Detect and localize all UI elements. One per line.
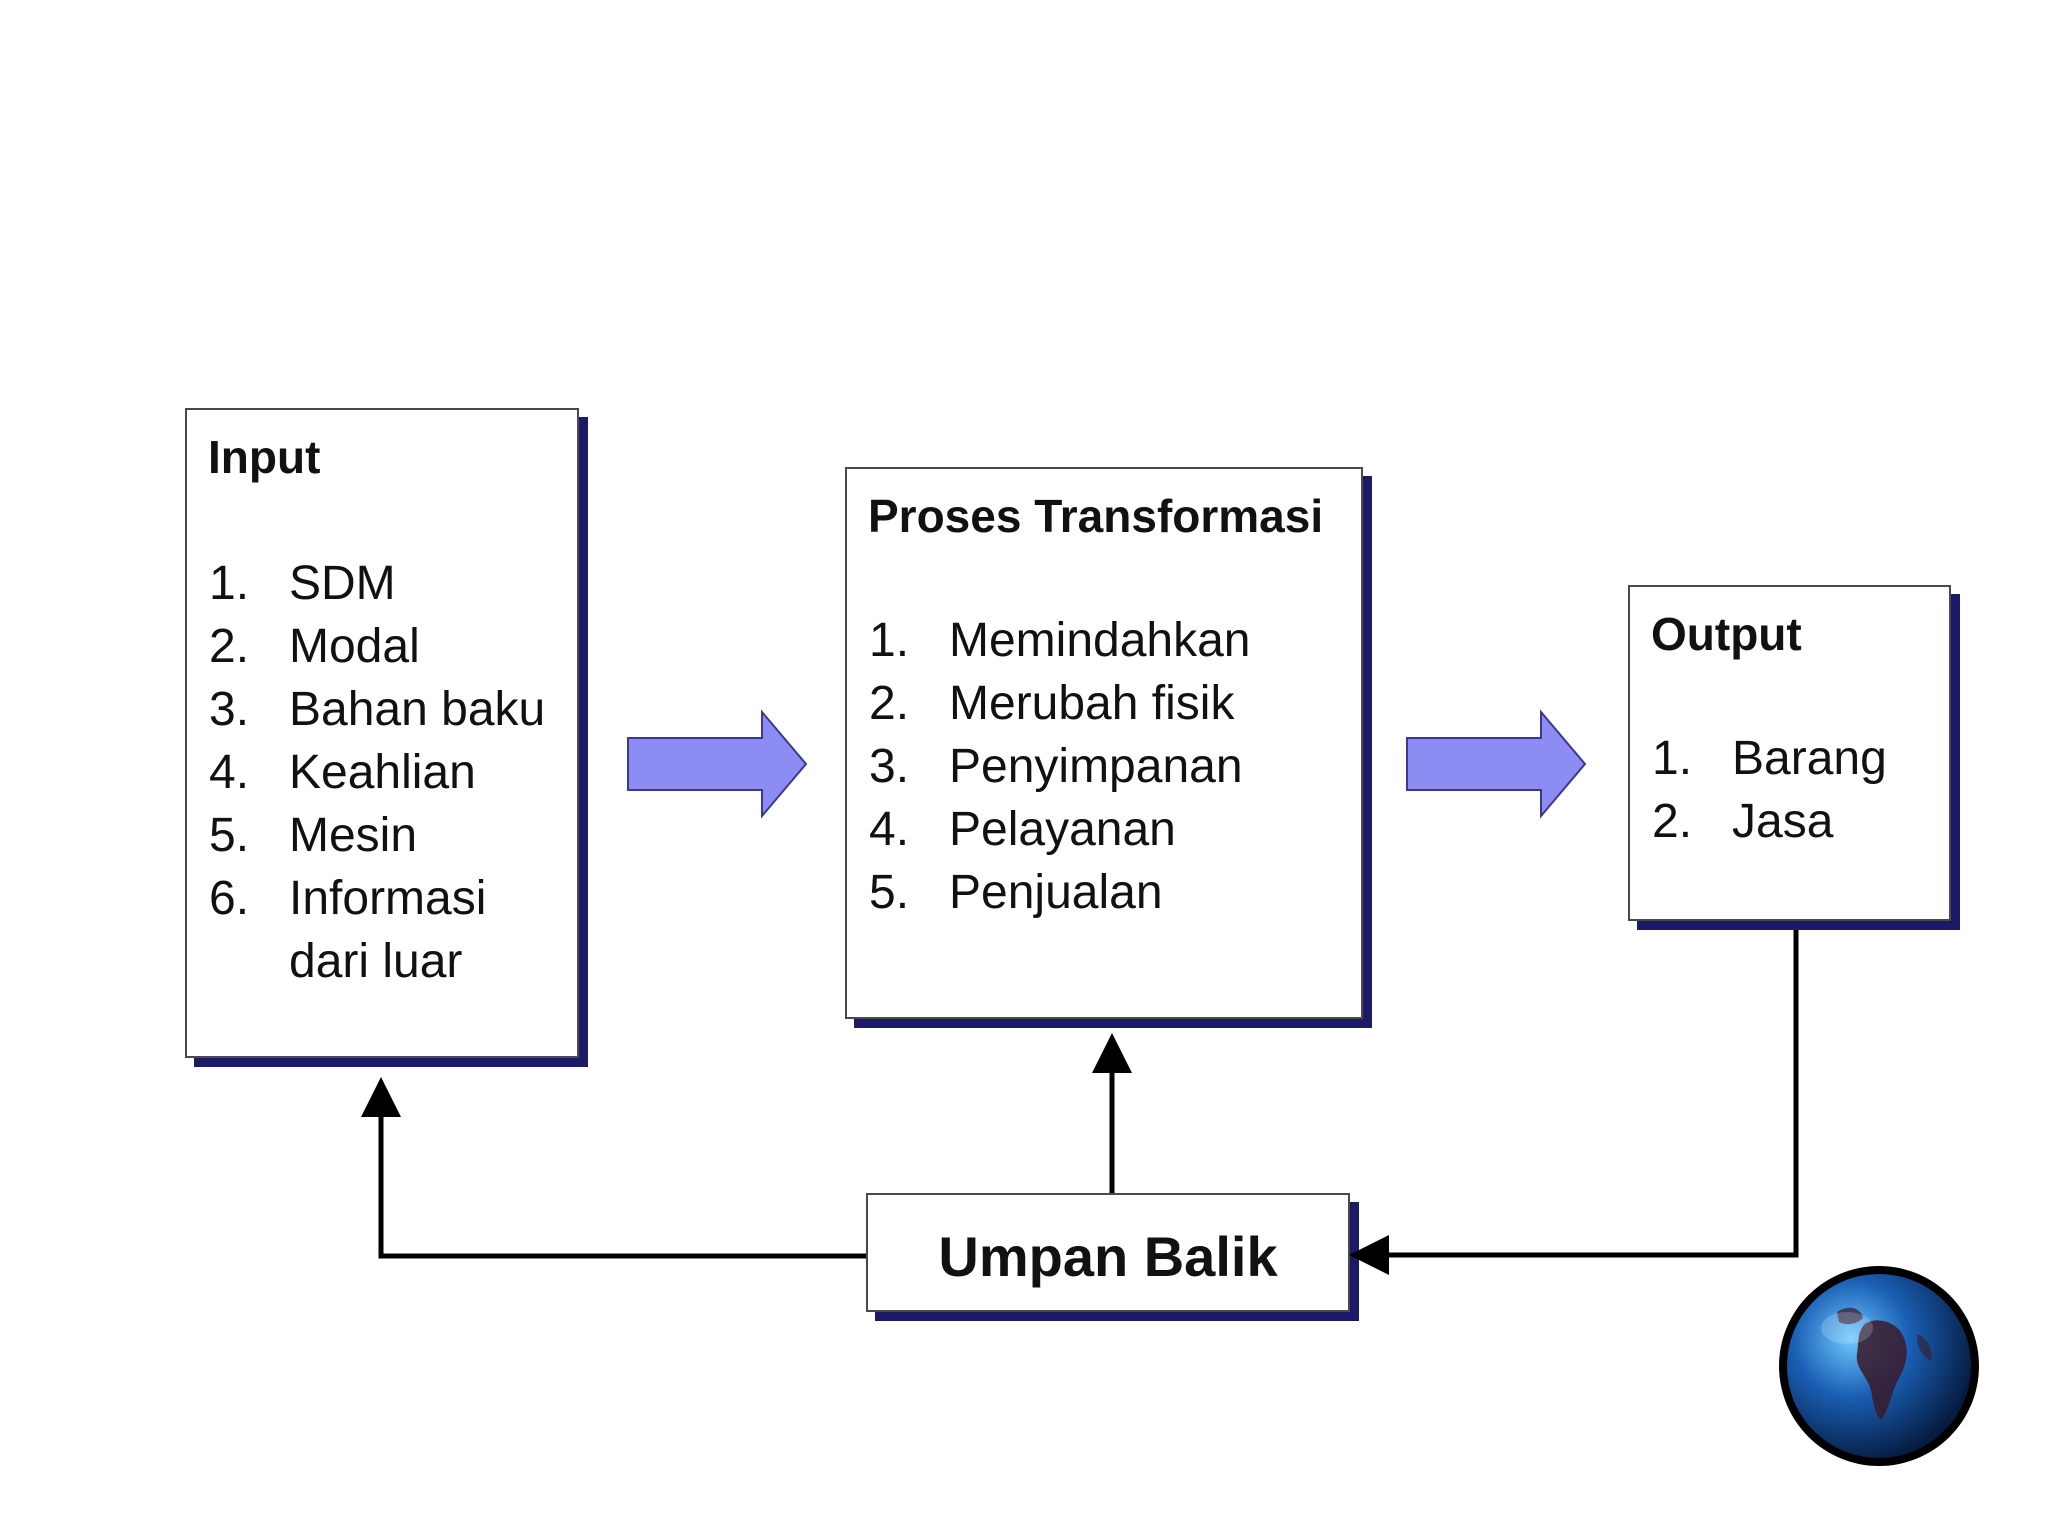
process-list: 1. Memindahkan 2. Merubah fisik 3. Penyimpa… [869,609,1251,924]
list-item: 6. Informasi dari luar [209,867,545,993]
item-label: Merubah fisik [949,677,1235,730]
item-number: 5. [869,866,910,919]
item-number: 4. [869,803,910,856]
item-label: Informasi dari luar [289,872,487,988]
item-label: Memindahkan [949,614,1251,667]
list-item: 5. Mesin [209,804,545,867]
item-number: 5. [209,809,250,862]
globe-icon [1779,1266,1979,1466]
item-number: 1. [869,614,910,667]
flow-arrow-process-to-output [1406,709,1587,819]
item-number: 2. [209,620,250,673]
item-label: Bahan baku [289,683,546,736]
item-number: 3. [869,740,910,793]
output-list: 1. Barang 2. Jasa [1652,727,1887,853]
item-number: 3. [209,683,250,736]
list-item: 4. Pelayanan [869,798,1251,861]
item-label: Jasa [1732,795,1834,848]
feedback-box: Umpan Balik [866,1193,1350,1312]
output-title: Output [1651,608,1802,660]
input-list: 1. SDM 2. Modal 3. Bahan baku 4. Keahlian 5.… [209,552,545,993]
list-item: 1. SDM [209,552,545,615]
list-item: 3. Penyimpanan [869,735,1251,798]
feedback-label: Umpan Balik [938,1225,1278,1288]
list-item: 1. Barang [1652,727,1887,790]
process-title: Proses Transformasi [868,490,1324,542]
list-item: 2. Modal [209,615,545,678]
item-number: 4. [209,746,250,799]
item-label: Mesin [289,809,418,862]
item-label: Penjualan [949,866,1163,919]
list-item: 2. Merubah fisik [869,672,1251,735]
process-box: Proses Transformasi 1. Memindahkan 2. Meru… [845,467,1363,1019]
item-number: 2. [1652,795,1693,848]
item-number: 2. [869,677,910,730]
list-item: 1. Memindahkan [869,609,1251,672]
item-number: 6. [209,872,250,925]
output-box: Output 1. Barang 2. Jasa [1628,585,1951,921]
item-label: SDM [289,557,396,610]
item-label: Penyimpanan [949,740,1243,793]
item-number: 1. [209,557,250,610]
input-title: Input [208,431,321,483]
flow-arrow-input-to-process [627,709,808,819]
feedback-connector-input [361,1077,866,1259]
item-number: 1. [1652,732,1693,785]
item-label: Barang [1732,732,1887,785]
list-item: 4. Keahlian [209,741,545,804]
item-label: Modal [289,620,420,673]
list-item: 3. Bahan baku [209,678,545,741]
item-label: Keahlian [289,746,476,799]
item-label: Pelayanan [949,803,1176,856]
list-item: 2. Jasa [1652,790,1887,853]
input-box: Input 1. SDM 2. Modal 3. Bahan baku 4. Keahl… [185,408,579,1058]
feedback-connector-output [1349,930,1799,1275]
list-item: 5. Penjualan [869,861,1251,924]
